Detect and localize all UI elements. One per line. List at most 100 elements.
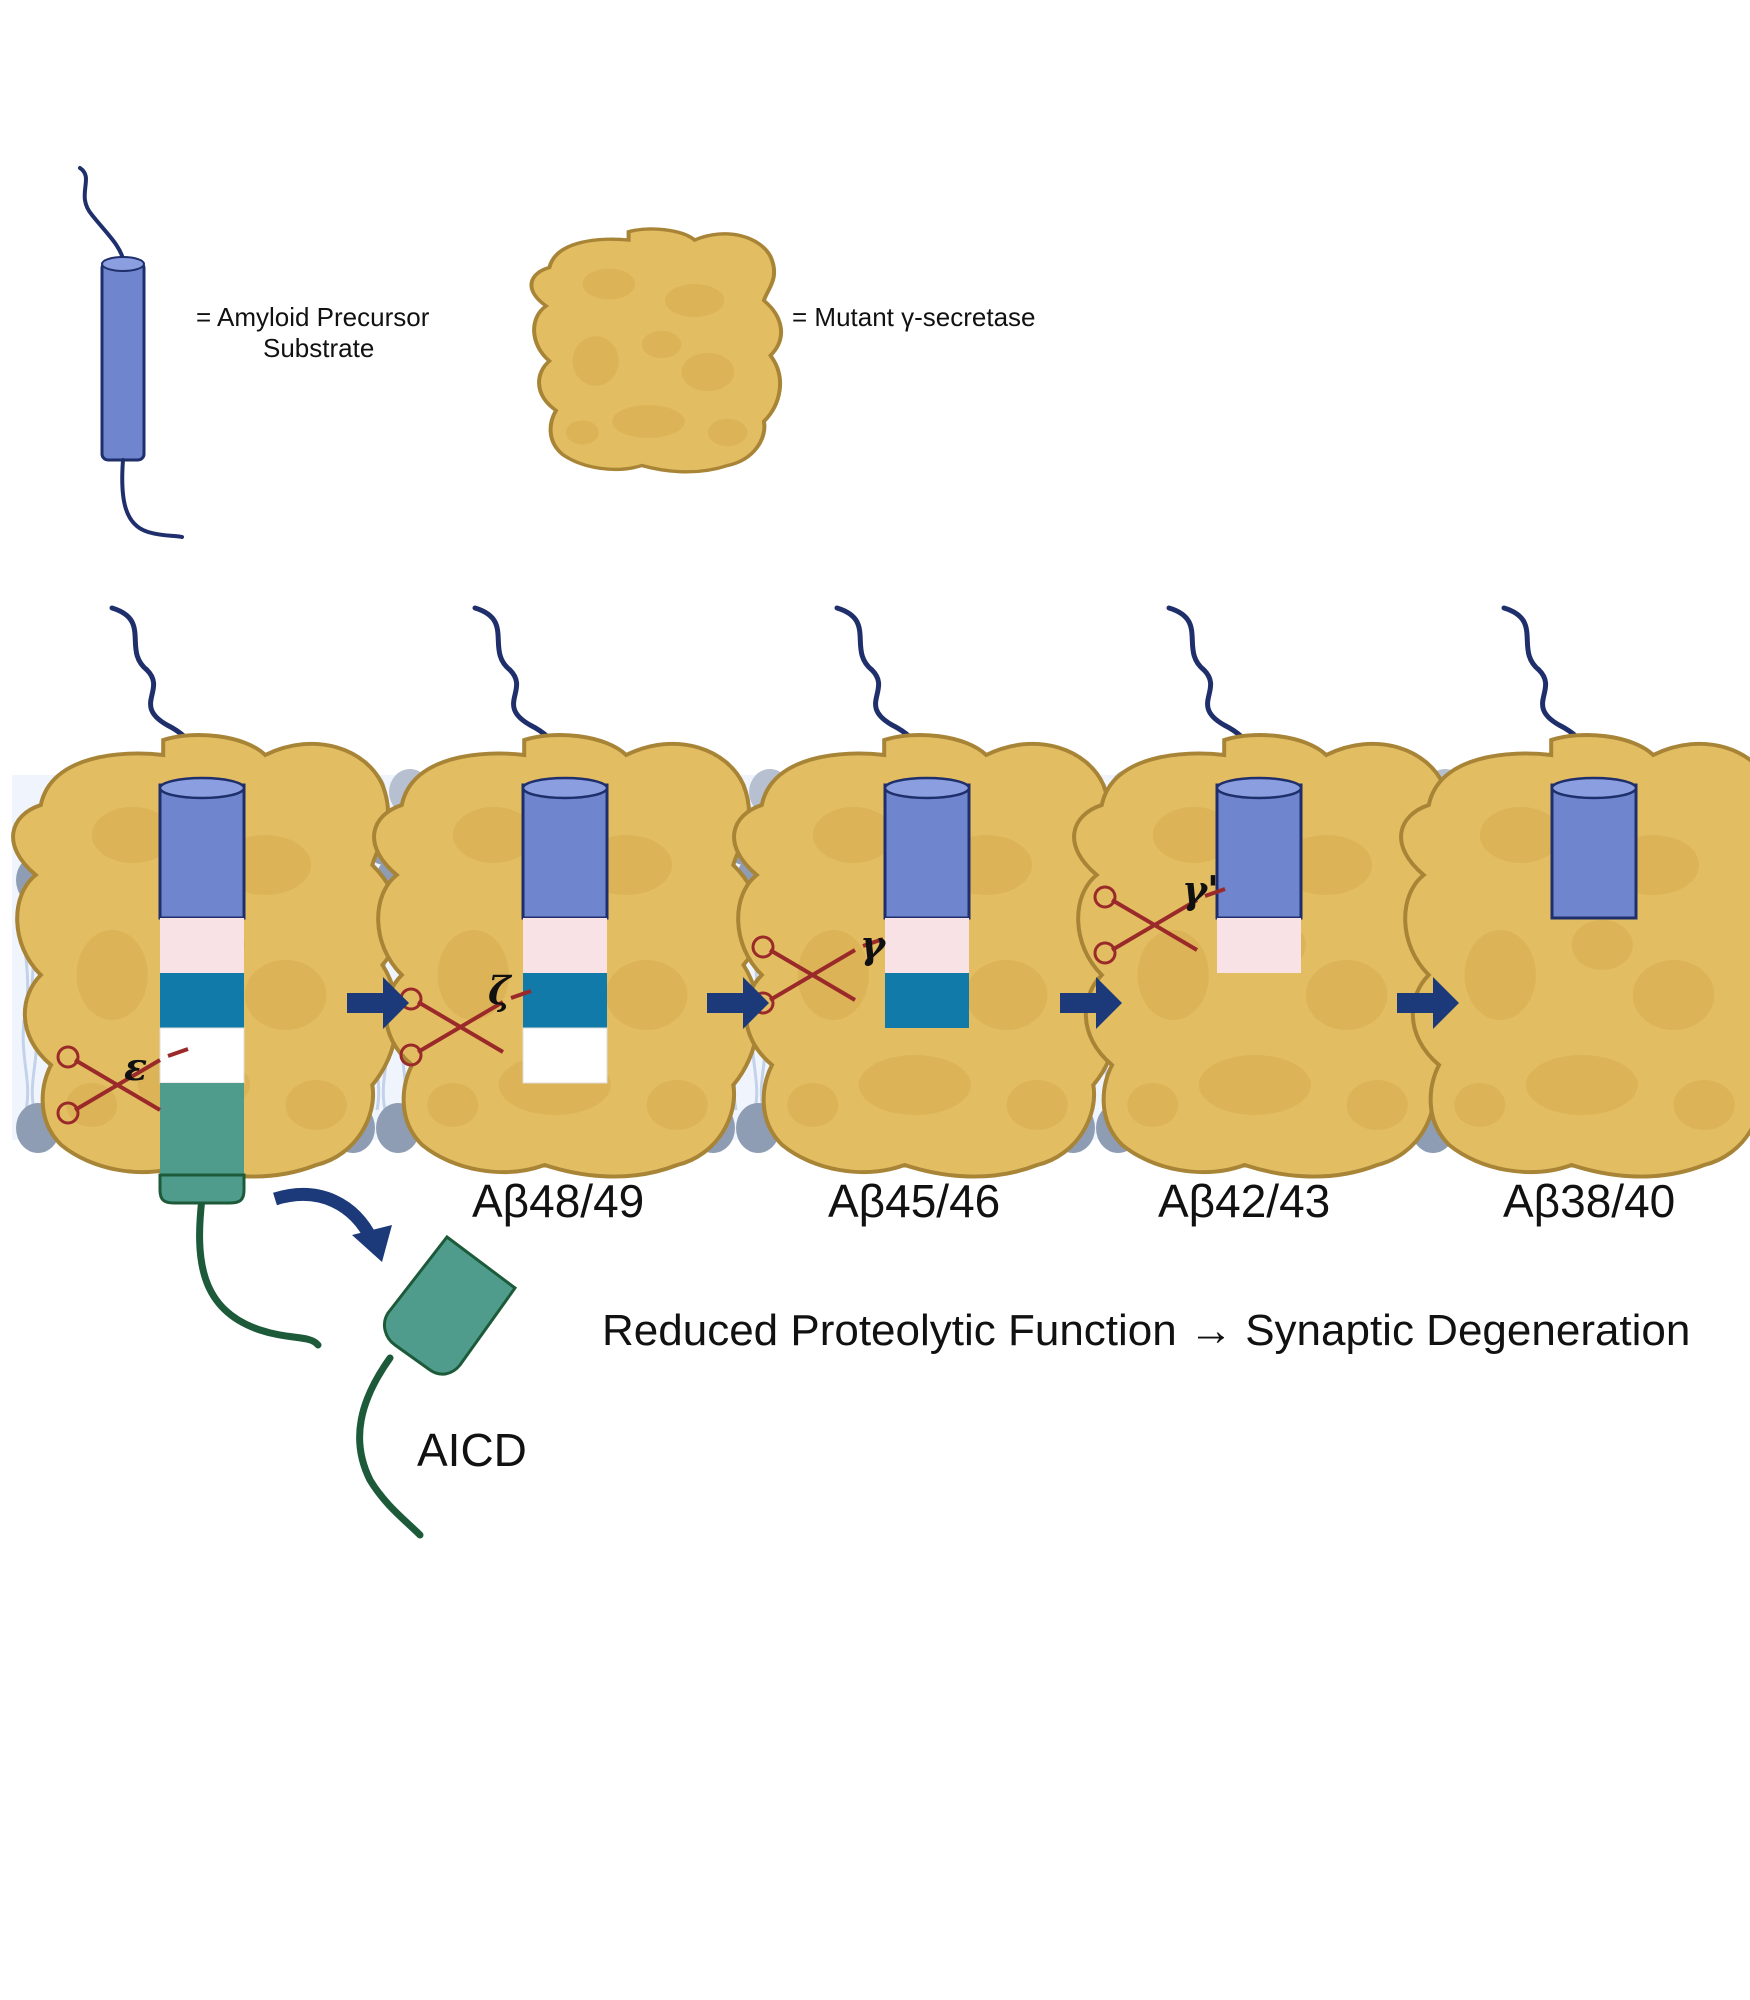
substrate-helix (1550, 783, 1638, 920)
enzyme-mottle (565, 420, 599, 445)
enzyme-mottle (1571, 920, 1633, 970)
enzyme-mottle (1346, 1080, 1408, 1130)
enzyme-mottle (437, 930, 509, 1020)
enzyme-mottle (572, 336, 619, 386)
enzyme-mottle (1198, 1055, 1311, 1115)
scissors-blade (1110, 898, 1199, 952)
enzyme-mottle (1137, 930, 1209, 1020)
enzyme-mottle (1454, 1083, 1506, 1127)
scissors-icon (56, 1045, 189, 1125)
enzyme-mottle (797, 930, 869, 1020)
helix-segment-pink (160, 918, 244, 973)
step-arrow-4 (1397, 977, 1459, 1029)
enzyme-mottle (1152, 807, 1235, 863)
scissors-handle (1093, 885, 1117, 909)
scissors-icon (751, 935, 884, 1015)
cut-label-zeta: ζ (488, 968, 513, 1013)
enzyme-mottle (244, 960, 327, 1030)
caption: Reduced Proteolytic Function → Synaptic … (602, 1306, 1690, 1355)
step-arrow-2 (707, 977, 769, 1029)
substrate-helix-top (1215, 776, 1303, 800)
enzyme-mottle (1673, 1080, 1735, 1130)
enzyme-mottle (452, 807, 535, 863)
helix-segment-pink (885, 918, 969, 973)
scissors-handle (399, 1043, 423, 1067)
enzyme-mottle (646, 1080, 708, 1130)
substrate-helix-top (158, 776, 246, 800)
step-5 (1399, 605, 1750, 1179)
enzyme-mottle (1280, 835, 1373, 895)
helix-segment-white (522, 1027, 608, 1084)
legend-substrate-label-line1: = Amyloid Precursor (196, 302, 430, 332)
legend-substrate-tail (120, 458, 184, 539)
aicd-fragment (356, 1234, 518, 1539)
scissors-cut-mark (862, 937, 884, 948)
scissors-blade (768, 948, 857, 1002)
product-label-step-5: Aβ38/40 (1503, 1175, 1675, 1227)
legend-substrate-helix (100, 260, 146, 462)
legend-substrate-label-line2: Substrate (263, 333, 374, 363)
step-arrow-1 (347, 977, 409, 1029)
scissors-blade (73, 1058, 162, 1112)
step-1 (11, 605, 401, 1193)
substrate-c-terminal-cap (158, 1173, 246, 1205)
enzyme-mottle (664, 284, 725, 317)
cut-label-epsilon: ε (124, 1044, 147, 1089)
enzyme-mottle (965, 960, 1048, 1030)
product-label-step-3: Aβ45/46 (828, 1175, 1000, 1227)
step-2 (372, 605, 762, 1179)
substrate-c-terminal-tail (196, 1194, 322, 1349)
legend-substrate-tail (78, 166, 126, 264)
enzyme-mottle (582, 268, 636, 300)
scissors-handle (1093, 941, 1117, 965)
step-4 (1072, 605, 1462, 1179)
scissors-icon (1093, 885, 1226, 965)
scissors-handle (56, 1045, 80, 1069)
substrate-helix-top (883, 776, 971, 800)
aicd-label: AICD (417, 1424, 527, 1476)
cut-label-gamma: γ (860, 922, 887, 967)
substrate-helix (158, 783, 246, 920)
legend (78, 166, 784, 539)
helix-segment-pink (1217, 918, 1301, 973)
step-3 (732, 605, 1122, 1179)
product-label-step-4: Aβ42/43 (1158, 1175, 1330, 1227)
cleavage-steps (11, 605, 1750, 1349)
release-arrow (273, 1188, 378, 1244)
helix-segment-pink (523, 918, 607, 973)
legend-enzyme-icon (529, 227, 784, 474)
enzyme-mottle (1464, 930, 1536, 1020)
enzyme-mottle (1305, 960, 1388, 1030)
scissors-cut-mark (510, 989, 532, 1000)
enzyme-mottle (612, 405, 685, 438)
scissors-handle (56, 1101, 80, 1125)
helix-segment-blue (885, 973, 969, 1028)
enzyme-mottle (76, 930, 148, 1020)
enzyme-mottle (681, 352, 735, 392)
aicd-tail (356, 1354, 424, 1539)
product-label-step-2: Aβ48/49 (472, 1175, 644, 1227)
scissors-handle (751, 935, 775, 959)
substrate-helix (521, 783, 609, 920)
enzyme-mottle (285, 1080, 347, 1130)
enzyme-mottle (91, 807, 174, 863)
scissors-blade (416, 1000, 505, 1054)
enzyme-mottle (1632, 960, 1715, 1030)
legend-substrate-top (101, 256, 145, 272)
legend-enzyme-label: = Mutant γ-secretase (792, 302, 1036, 332)
substrate-helix (1215, 783, 1303, 920)
enzyme-mottle (1479, 807, 1562, 863)
gamma-secretase-enzyme (1399, 733, 1750, 1179)
enzyme-mottle (812, 807, 895, 863)
substrate-helix-top (1550, 776, 1638, 800)
enzyme-mottle (858, 1055, 971, 1115)
enzyme-mottle (787, 1083, 839, 1127)
helix-segment-blue (160, 973, 244, 1028)
scissors-cut-mark (167, 1047, 189, 1058)
substrate-helix-top (521, 776, 609, 800)
scissors-cut-mark (1204, 887, 1226, 898)
release-arrowhead (352, 1225, 392, 1262)
step-arrows (273, 977, 1459, 1262)
aicd-body (383, 1234, 518, 1376)
